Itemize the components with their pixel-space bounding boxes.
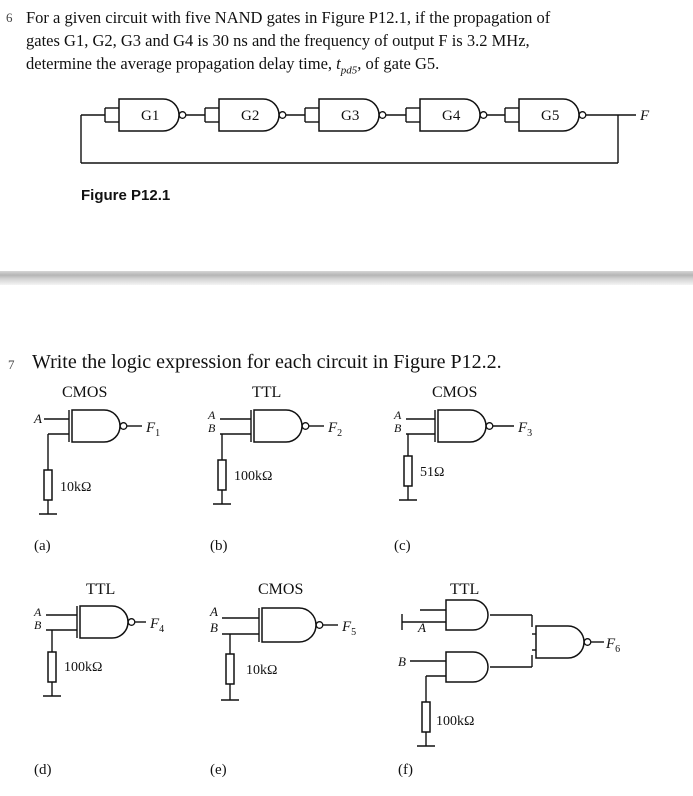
circuit-d-resistor-value: 100kΩ bbox=[64, 660, 102, 675]
circuit-c-output-label: F3 bbox=[517, 420, 532, 439]
circuit-f-resistor bbox=[421, 701, 431, 733]
circuit-e-output-label: F5 bbox=[341, 619, 356, 638]
circuit-d-input-b: B bbox=[34, 618, 42, 632]
circuit-a-input-a: A bbox=[33, 411, 42, 426]
question-7-number: 7 bbox=[8, 357, 15, 372]
circuit-a-nand-gate bbox=[71, 409, 121, 443]
circuit-c-input-a: A bbox=[393, 408, 402, 422]
circuit-f-technology-label: TTL bbox=[450, 581, 479, 598]
circuit-b-resistor bbox=[217, 459, 227, 491]
circuit-a-output-label: F1 bbox=[145, 420, 160, 439]
question-7-text: Write the logic expression for each circ… bbox=[32, 351, 502, 373]
circuit-f-output-gate bbox=[535, 625, 585, 659]
circuit-e-resistor-value: 10kΩ bbox=[246, 663, 277, 678]
circuit-a-technology-label: CMOS bbox=[62, 384, 107, 401]
circuit-f-upper-gate bbox=[445, 599, 489, 631]
circuit-a-resistor-value: 10kΩ bbox=[60, 480, 91, 495]
circuit-b-resistor-value: 100kΩ bbox=[234, 469, 272, 484]
circuit-d-nand-gate bbox=[79, 605, 129, 639]
circuit-e-caption: (e) bbox=[210, 762, 227, 778]
circuit-f-output-label: F6 bbox=[605, 636, 620, 655]
circuit-d-input-a: A bbox=[33, 605, 42, 619]
question-6-line-1: For a given circuit with five NAND gates… bbox=[26, 8, 551, 27]
circuit-e-technology-label: CMOS bbox=[258, 581, 303, 598]
question-6-line-2: gates G1, G2, G3 and G4 is 30 ns and the… bbox=[26, 31, 530, 50]
inverter-bubble bbox=[278, 111, 287, 119]
circuit-b-caption: (b) bbox=[210, 538, 228, 554]
circuit-b-output-label: F2 bbox=[327, 420, 342, 439]
circuit-f-caption: (f) bbox=[398, 762, 413, 778]
question-6-line-3: determine the average propagation delay … bbox=[26, 54, 440, 77]
tpd-symbol: tpd5 bbox=[336, 54, 358, 77]
gate-g2 bbox=[218, 98, 280, 132]
circuit-d-technology-label: TTL bbox=[86, 581, 115, 598]
circuit-f-resistor-value: 100kΩ bbox=[436, 714, 474, 729]
circuit-e-output-bubble bbox=[315, 621, 324, 629]
gate-label-g3: G3 bbox=[341, 108, 359, 124]
circuit-e-input-a: A bbox=[209, 604, 218, 619]
circuit-c-nand-gate bbox=[437, 409, 487, 443]
gate-label-g1: G1 bbox=[141, 108, 159, 124]
inverter-bubble bbox=[178, 111, 187, 119]
circuit-a-output-bubble bbox=[119, 422, 128, 430]
section-divider bbox=[0, 271, 693, 285]
circuit-c-technology-label: CMOS bbox=[432, 384, 477, 401]
inverter-bubble bbox=[479, 111, 488, 119]
gate-g4 bbox=[419, 98, 481, 132]
circuit-d-resistor bbox=[47, 651, 57, 683]
gate-label-g2: G2 bbox=[241, 108, 259, 124]
circuit-d-output-label: F4 bbox=[149, 616, 164, 635]
gate-label-g4: G4 bbox=[442, 108, 461, 124]
circuit-c-resistor-value: 51Ω bbox=[420, 465, 444, 480]
circuit-e-resistor bbox=[225, 653, 235, 685]
circuit-a-caption: (a) bbox=[34, 538, 51, 554]
circuit-b-technology-label: TTL bbox=[252, 384, 281, 401]
circuit-f-output-bubble bbox=[583, 638, 592, 646]
gate-g3 bbox=[318, 98, 380, 132]
figure-p12-1-ring-oscillator: G1 G2 G3 G4 G5 F bbox=[80, 98, 650, 164]
circuit-b-nand-gate bbox=[253, 409, 303, 443]
circuit-d-output-bubble bbox=[127, 618, 136, 626]
circuit-c-output-bubble bbox=[485, 422, 494, 430]
circuit-b-input-a: A bbox=[207, 408, 216, 422]
circuit-c-resistor bbox=[403, 455, 413, 487]
gate-label-g5: G5 bbox=[541, 108, 559, 124]
circuit-e-input-b: B bbox=[210, 620, 218, 635]
circuit-f-input-a: A bbox=[417, 620, 426, 635]
circuit-b-input-b: B bbox=[208, 421, 216, 435]
output-label-f: F bbox=[639, 108, 650, 124]
inverter-bubble bbox=[378, 111, 387, 119]
circuit-c-input-b: B bbox=[394, 421, 402, 435]
inverter-bubble bbox=[578, 111, 587, 119]
gate-g5 bbox=[518, 98, 580, 132]
circuit-b-output-bubble bbox=[301, 422, 310, 430]
circuit-d-caption: (d) bbox=[34, 762, 52, 778]
circuit-f-input-b: B bbox=[398, 654, 406, 669]
circuit-a-resistor bbox=[43, 469, 53, 501]
circuit-e-nand-gate bbox=[261, 607, 317, 643]
gate-g1 bbox=[118, 98, 180, 132]
circuit-c-caption: (c) bbox=[394, 538, 411, 554]
figure-p12-1-caption: Figure P12.1 bbox=[81, 187, 171, 204]
question-6-number: 6 bbox=[6, 10, 13, 25]
circuit-f-lower-gate bbox=[445, 651, 489, 683]
